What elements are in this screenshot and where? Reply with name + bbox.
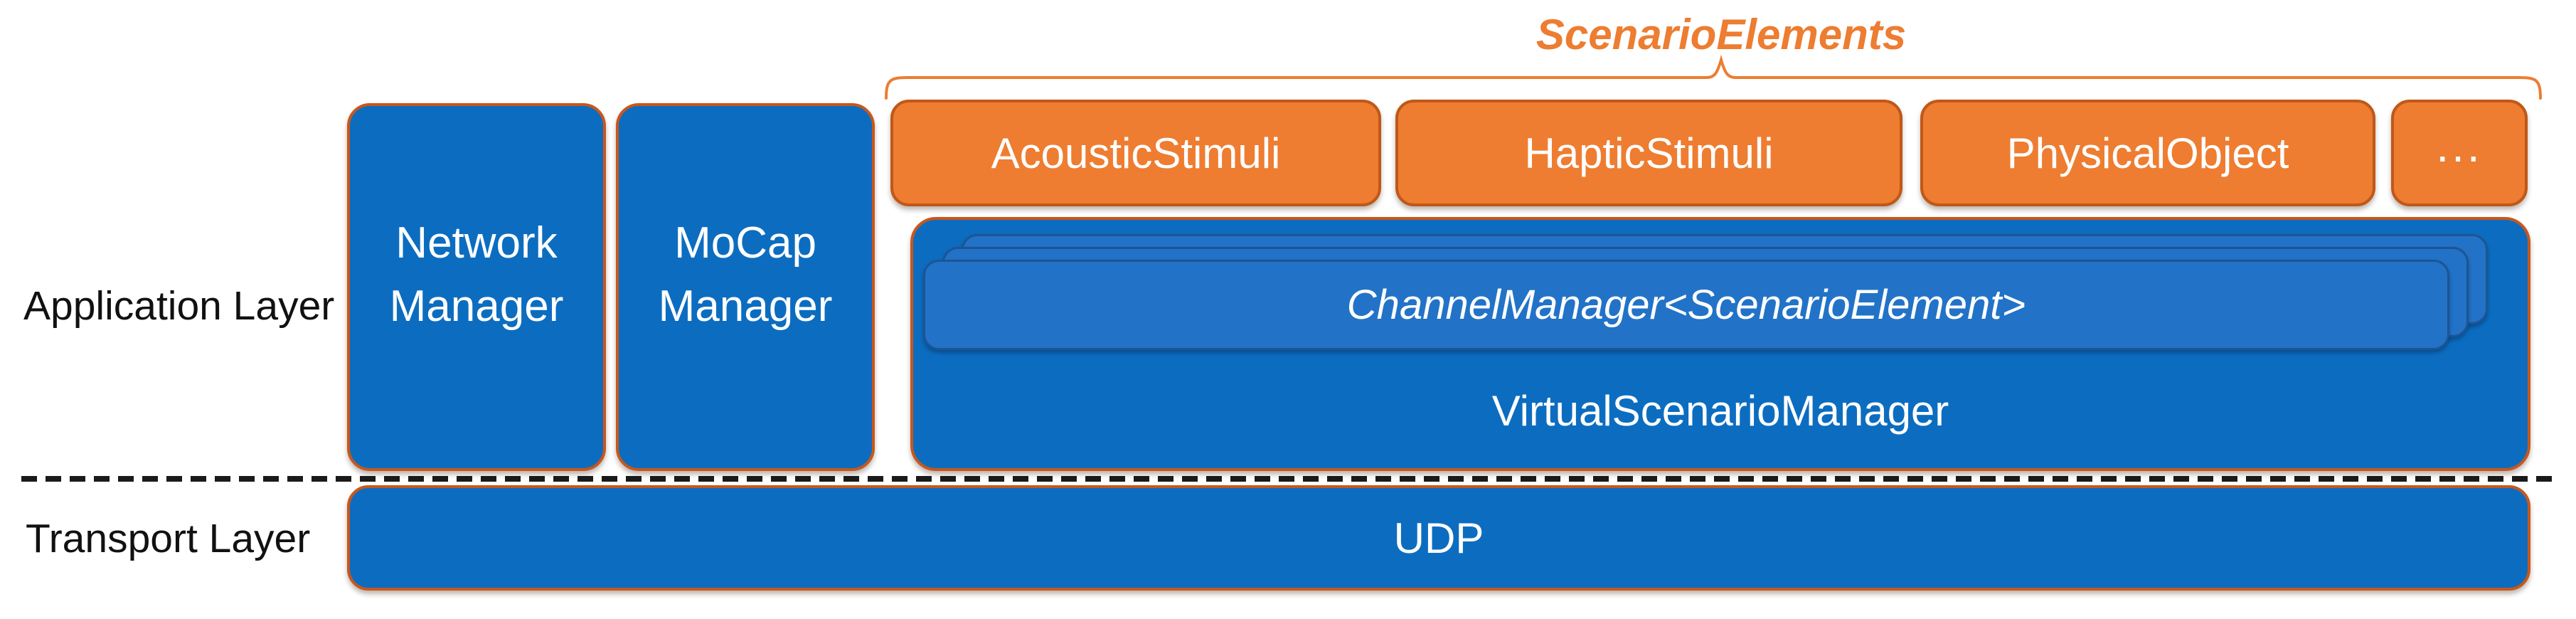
transport-layer-label: Transport Layer: [26, 516, 311, 561]
mocap-manager-label-line2: Manager: [658, 281, 833, 331]
channel-manager-card-front: [923, 260, 2449, 350]
mocap-manager-box: MoCap Manager: [616, 103, 875, 471]
network-manager-box: Network Manager: [347, 103, 606, 471]
channel-manager-label: ChannelManager<ScenarioElement>: [1346, 282, 2026, 328]
physical-object-label: PhysicalObject: [2006, 129, 2289, 177]
network-manager-label-line2: Manager: [389, 281, 564, 331]
application-layer-label: Application Layer: [23, 283, 335, 329]
more-elements-box: ...: [2391, 100, 2528, 206]
haptic-stimuli-label: HapticStimuli: [1524, 129, 1774, 177]
physical-object-box: PhysicalObject: [1920, 100, 2375, 206]
mocap-manager-label-line1: MoCap: [674, 218, 816, 268]
layer-separator-dashed-line: [21, 476, 2560, 482]
scenario-elements-brace: [885, 54, 2542, 100]
acoustic-stimuli-box: AcousticStimuli: [890, 100, 1381, 206]
acoustic-stimuli-label: AcousticStimuli: [991, 129, 1281, 177]
virtual-scenario-manager-label: VirtualScenarioManager: [1491, 386, 1949, 435]
udp-label: UDP: [1393, 514, 1484, 562]
haptic-stimuli-box: HapticStimuli: [1395, 100, 1902, 206]
udp-box: UDP: [347, 485, 2530, 591]
scenario-elements-title: ScenarioElements: [1536, 11, 1907, 58]
network-manager-label-line1: Network: [395, 218, 558, 268]
more-elements-label: ...: [2436, 120, 2483, 171]
